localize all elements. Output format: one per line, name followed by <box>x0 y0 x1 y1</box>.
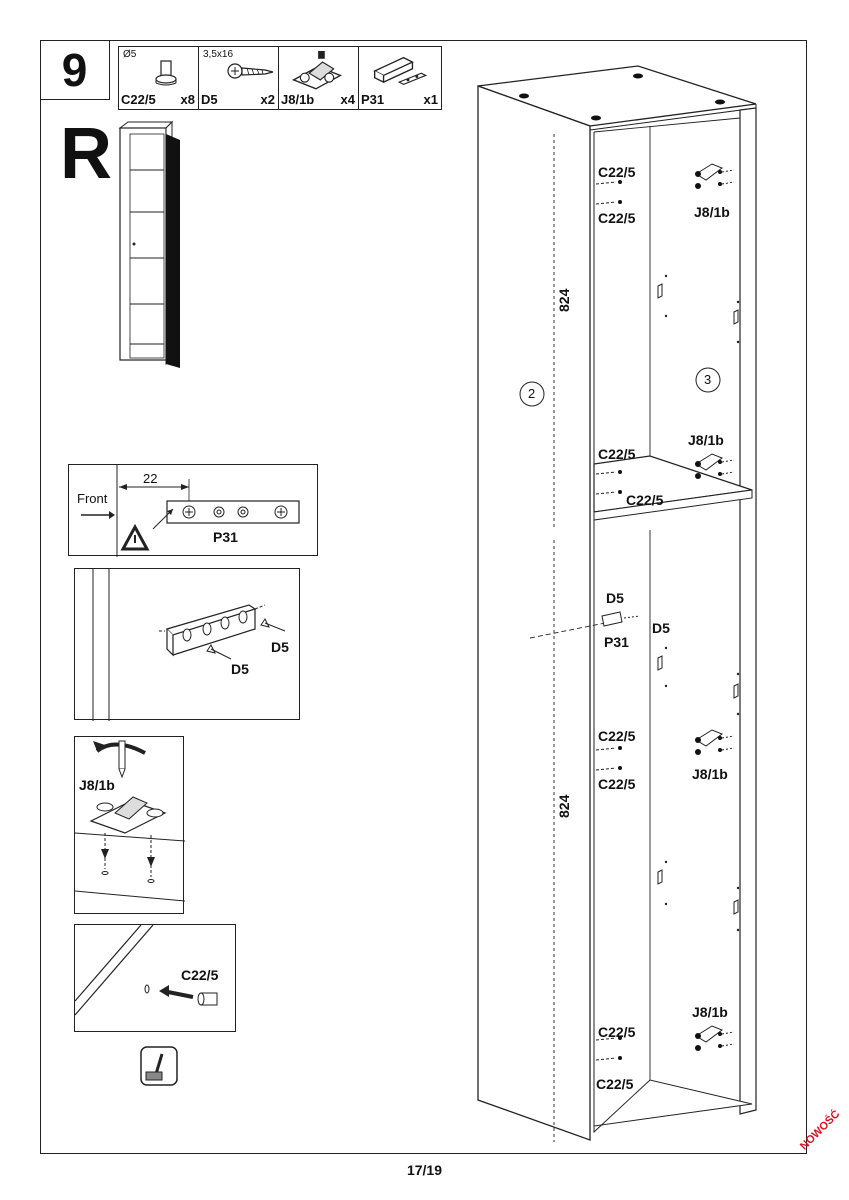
cabinet-assembly-drawing <box>477 65 757 1142</box>
part-code: J8/1b <box>281 92 315 107</box>
dowel-label: C22/5 <box>598 728 636 744</box>
latch-label: P31 <box>604 634 629 650</box>
front-detail-panel: Front 22 P31 <box>68 464 318 557</box>
hinge-label: J8/1b <box>694 204 730 220</box>
dimension-lower: 824 <box>556 794 572 818</box>
page-number: 17/19 <box>406 1162 443 1178</box>
distance-label: 22 <box>143 471 158 486</box>
hammer-icon <box>140 1046 178 1086</box>
step-number-text: 9 <box>61 43 88 96</box>
dowel-label: C22/5 <box>598 210 636 226</box>
part-size: 3,5x16 <box>203 49 234 60</box>
latch-detail-panel: D5 D5 <box>74 568 300 721</box>
front-detail-drawing <box>81 465 300 557</box>
part-qty: x2 <box>260 92 275 107</box>
hinge-detail-panel: J8/1b <box>74 736 185 914</box>
hinge-marks <box>695 163 735 1051</box>
part-code: C22/5 <box>121 92 156 107</box>
variant-letter: R <box>60 114 112 194</box>
panel-marker-2: 2 <box>528 386 536 401</box>
dowel-label: C22/5 <box>598 776 636 792</box>
part-qty: x4 <box>340 92 355 107</box>
screw-icon <box>227 63 274 79</box>
step-number: 9 <box>40 40 110 100</box>
push-latch-icon <box>373 56 428 85</box>
part-item: J8/1b x4 <box>279 47 359 109</box>
dowel-code-label: C22/5 <box>181 967 219 983</box>
screw-label: D5 <box>271 639 289 655</box>
dowel-label: C22/5 <box>598 164 636 180</box>
part-qty: x8 <box>180 92 195 107</box>
screw-label: D5 <box>652 620 670 636</box>
panel-marker-3: 3 <box>704 372 712 387</box>
hinge-detail-drawing <box>75 740 185 902</box>
dimension-upper: 824 <box>556 288 572 312</box>
latch-code-label: P31 <box>213 529 238 545</box>
hinge-code-label: J8/1b <box>79 777 115 793</box>
part-code: D5 <box>201 92 218 107</box>
part-code: P31 <box>361 92 385 107</box>
part-item: 3,5x16 D5 x2 <box>199 47 279 109</box>
dowel-detail-panel: C22/5 <box>74 924 236 1032</box>
part-item: Ø5 C22/5 x8 <box>119 47 199 109</box>
cabinet-thumbnail <box>118 120 180 368</box>
latch-detail-drawing <box>92 569 286 721</box>
hinge-label: J8/1b <box>688 432 724 448</box>
hinge-label: J8/1b <box>692 1004 728 1020</box>
screw-label: D5 <box>606 590 624 606</box>
part-item: P31 x1 <box>359 47 441 109</box>
hinge-label: J8/1b <box>692 766 728 782</box>
hinge-icon <box>292 51 342 90</box>
part-qty: x1 <box>423 92 438 107</box>
part-size: Ø5 <box>123 49 137 60</box>
dowel-label: C22/5 <box>598 1024 636 1040</box>
dowel-label: C22/5 <box>598 446 636 462</box>
screw-label: D5 <box>231 661 249 677</box>
dowel-icon <box>155 60 177 86</box>
page-frame <box>40 40 807 1154</box>
dowel-label: C22/5 <box>596 1076 634 1092</box>
dowel-detail-drawing <box>75 925 218 1016</box>
parts-list: Ø5 C22/5 x8 3,5x16 D5 x2 J8/1 <box>118 46 442 110</box>
front-label: Front <box>77 491 108 506</box>
dowel-label: C22/5 <box>626 492 664 508</box>
